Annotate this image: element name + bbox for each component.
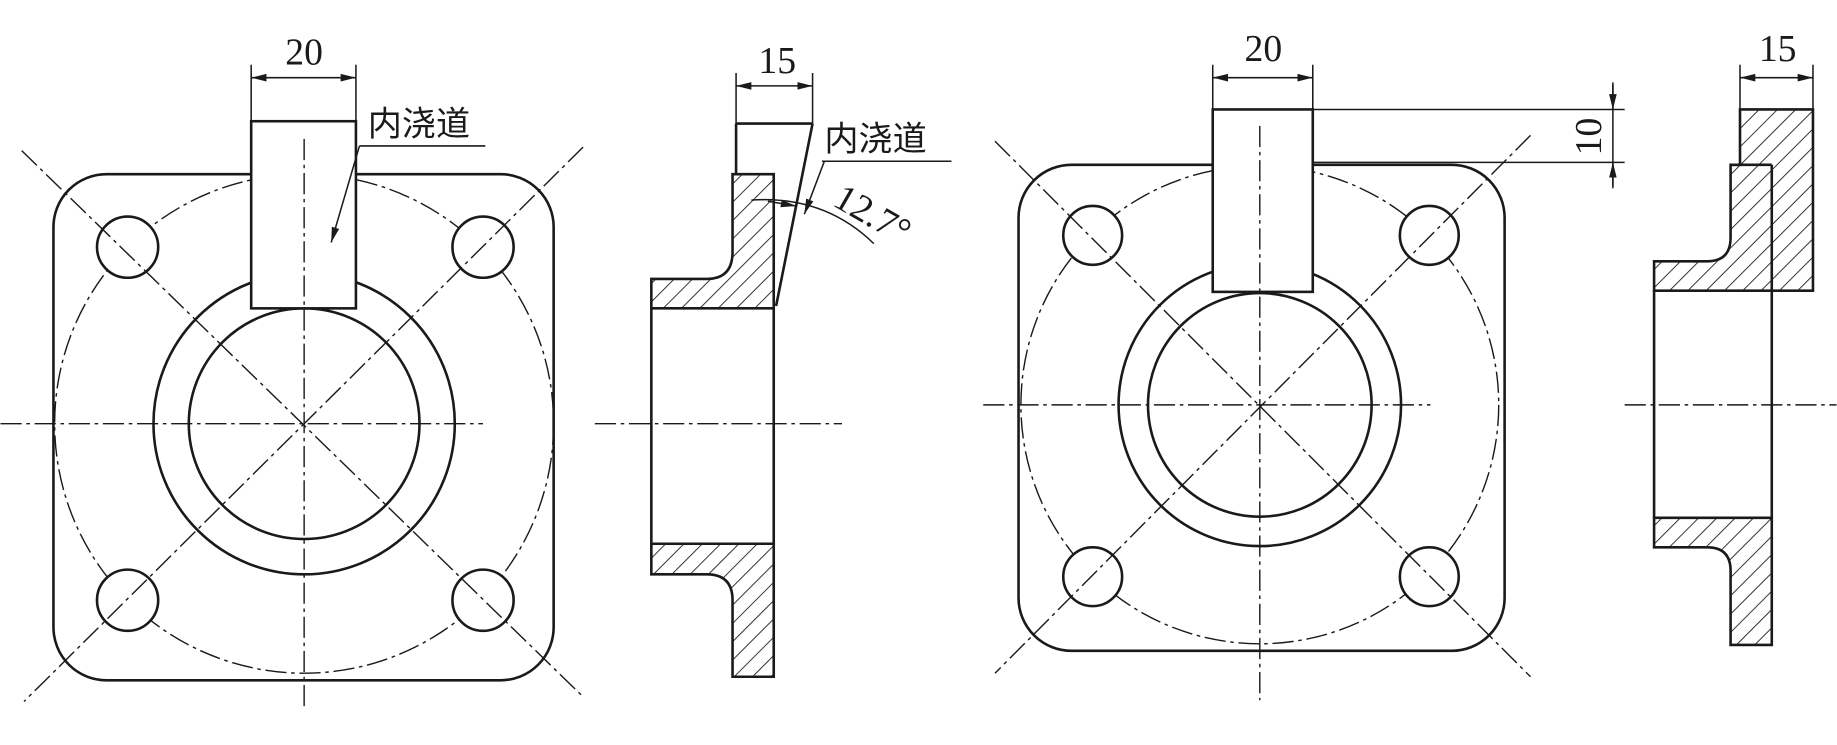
leader-line — [803, 160, 826, 215]
bolt-hole-bottom-right — [1398, 545, 1461, 608]
section-hatch-top — [650, 172, 776, 310]
bolt-hole-top-left — [95, 215, 160, 280]
angle-arrow — [767, 199, 797, 208]
section-hatch-bottom — [650, 542, 776, 679]
angle-arc — [751, 198, 875, 245]
gate-thickness-dimension-text: 15 — [1759, 28, 1797, 70]
centerline-diagonal — [23, 146, 584, 702]
centerline-diagonal — [994, 140, 1532, 678]
gate-width-dimension-text: 20 — [1245, 28, 1283, 70]
bolt-hole-top-left — [1061, 204, 1124, 267]
gate-tapered-edge — [774, 123, 814, 307]
bolt-hole-bottom-right — [451, 568, 515, 633]
section-hatch-top — [1652, 108, 1815, 292]
left-side-view: 15 内浇道 12.7° — [594, 40, 952, 679]
bolt-circle-centerline — [1020, 165, 1500, 645]
gate-height-dimension-text: 10 — [1568, 118, 1610, 156]
gate-width-dimension-text: 20 — [285, 32, 323, 74]
centerline-diagonal — [21, 150, 584, 698]
gate-thickness-dimension-text: 15 — [758, 40, 796, 82]
section-hatch-bottom — [1652, 516, 1774, 647]
right-front-view: 20 10 — [983, 28, 1625, 701]
gate-label-text: 内浇道 — [368, 104, 470, 144]
gate-label-text: 内浇道 — [824, 120, 926, 160]
centerline-diagonal — [994, 134, 1532, 674]
leader-line — [330, 145, 361, 243]
bolt-hole-top-right — [1398, 204, 1461, 267]
bolt-hole-bottom-left — [1061, 545, 1124, 608]
left-front-view: 20 内浇道 — [0, 32, 584, 707]
bolt-hole-bottom-left — [95, 568, 160, 633]
gate-rect — [1211, 108, 1315, 294]
right-side-view: 15 — [1624, 28, 1837, 647]
